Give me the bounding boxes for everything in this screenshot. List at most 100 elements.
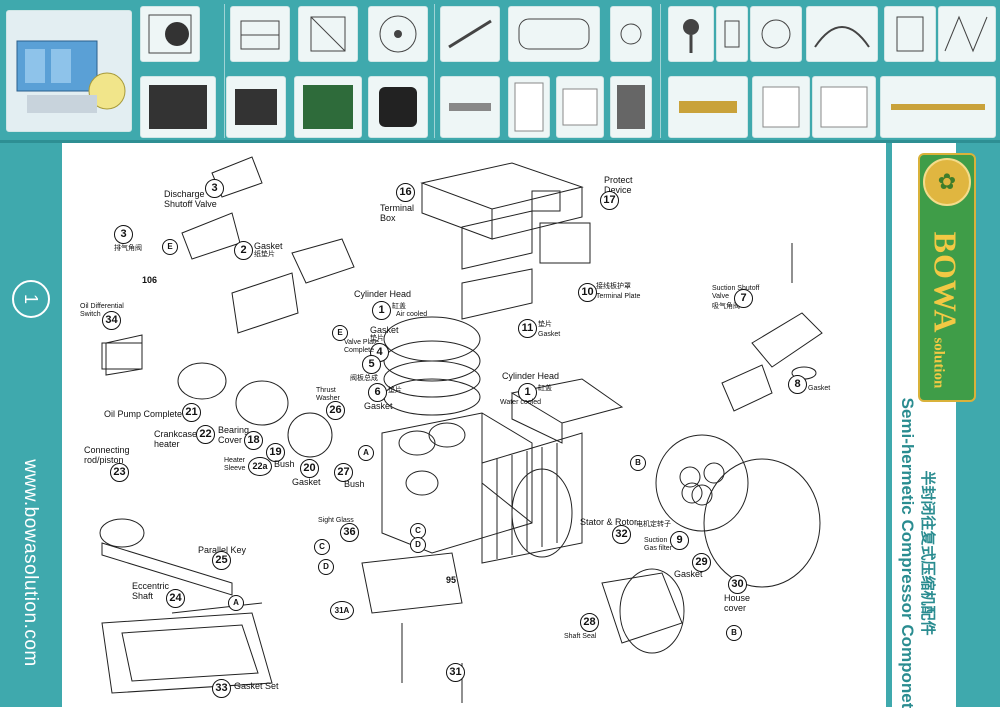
part-num-20: 20 [300, 459, 319, 478]
label-suction-valve-cn: 吸气角阀 [712, 303, 740, 310]
part-num-2: 2 [234, 241, 253, 260]
page-title: 半封闭往复式压缩机配件 Semi-hermetic Compressor Com… [897, 398, 937, 708]
label-cylinder-head-air-cn: 缸盖 [392, 303, 406, 310]
banner-divider-3 [660, 4, 661, 138]
condensing-unit-icon [294, 76, 362, 138]
label-thrust-washer: Thrust Washer [316, 387, 340, 402]
part-num-106: 106 [142, 275, 158, 285]
label-valve-plate: Valve Plate Complete [344, 339, 379, 354]
callout-a-2: A [228, 595, 244, 611]
part-num-19: 19 [266, 443, 285, 462]
label-terminal-plate: Terminal Plate [596, 293, 641, 300]
part-num-3b: 3 [114, 225, 133, 244]
part-num-25: 25 [212, 551, 231, 570]
label-gasket-11: Gasket [538, 331, 561, 338]
callout-a: A [358, 445, 374, 461]
part-num-5: 5 [362, 355, 381, 374]
label-valve-plate-cn: 阀板总成 [350, 375, 378, 382]
exploded-diagram: Discharge Shutoff Valve 3 3 排气角阀 2 Gaske… [62, 143, 886, 707]
banner-divider-1 [224, 4, 225, 138]
part-num-29: 29 [692, 553, 711, 572]
label-stator-rotor: Stator & Rotor [580, 517, 638, 527]
part-num-21: 21 [182, 403, 201, 422]
part-num-17: 17 [600, 191, 619, 210]
label-gasket-set: Gasket Set [234, 681, 279, 691]
receiver-tank-icon [508, 6, 600, 62]
callout-e-2: E [162, 239, 178, 255]
part-num-23: 23 [110, 463, 129, 482]
label-sight-glass: Sight Glass [318, 517, 354, 524]
label-stator-rotor-cn: 电机定转子 [636, 521, 671, 528]
part-num-11: 11 [518, 319, 537, 338]
axial-fan-icon [368, 6, 428, 62]
part-num-6: 6 [368, 383, 387, 402]
website-url: www.bowasolution.com [20, 459, 41, 667]
diagram-drawing [99, 156, 823, 703]
filter-drier-icon [440, 6, 500, 62]
label-bush-27: Bush [344, 479, 365, 489]
valve-icon [668, 6, 714, 62]
callout-d-2: D [410, 537, 426, 553]
callout-b: B [630, 455, 646, 471]
pressure-switch-icon [750, 6, 802, 62]
callout-e: E [332, 325, 348, 341]
label-parallel-key: Parallel Key [198, 545, 247, 555]
banner-divider [0, 140, 1000, 143]
label-gasket-2-cn: 纸垫片 [254, 251, 275, 258]
medal-icon: ✿ [923, 158, 971, 206]
fan-grill-icon [298, 6, 358, 62]
label-crankcase-heater: Crankcase heater [154, 429, 198, 449]
label-gasket-8: Gasket [808, 385, 831, 392]
label-discharge-cn: 排气角阀 [114, 245, 142, 252]
part-num-31: 31 [446, 663, 465, 682]
label-protect-device: Protect Device [604, 175, 633, 195]
part-num-34: 34 [102, 311, 121, 330]
label-gasket-29: Gasket [674, 569, 703, 579]
label-terminal-box: Terminal Box [380, 203, 415, 223]
part-num-24: 24 [166, 589, 185, 608]
callout-c: C [314, 539, 330, 555]
label-shaft-seal: Shaft Seal [564, 633, 597, 640]
label-discharge-valve: Discharge Shutoff Valve [164, 189, 217, 209]
capillary-icon [938, 6, 996, 62]
sight-glass-icon [610, 6, 652, 62]
pressure-control-icon [752, 76, 810, 138]
label-gasket-6-cn: 垫片 [388, 387, 402, 394]
part-num-22a: 22a [248, 457, 272, 476]
label-cylinder-head-water: Cylinder Head [502, 371, 560, 381]
label-suction-valve: Suction Shutoff Valve [712, 285, 760, 300]
part-num-30: 30 [728, 575, 747, 594]
part-num-26: 26 [326, 401, 345, 420]
thermostat-icon [610, 76, 652, 138]
dual-pressure-icon [812, 76, 876, 138]
part-num-1a: 1 [372, 301, 391, 320]
label-eccentric-shaft: Eccentric Shaft [132, 581, 170, 601]
label-house-cover: House cover [724, 593, 751, 613]
part-num-22: 22 [196, 425, 215, 444]
label-oil-diff-switch: Oil Differential Switch [80, 303, 124, 318]
label-cylinder-head-water-cn: 缸盖 [538, 385, 552, 392]
callout-d: D [318, 559, 334, 575]
label-gasket-6: Gasket [364, 401, 393, 411]
part-num-3a: 3 [205, 179, 224, 198]
logo-wordmark: BOWA solution [927, 232, 964, 389]
label-bush-19: Bush [274, 459, 295, 469]
hose-icon [806, 6, 878, 62]
label-bearing-cover: Bearing Cover [218, 425, 250, 445]
part-num-28: 28 [580, 613, 599, 632]
hinge-icon [440, 76, 500, 138]
part-num-9: 9 [670, 531, 689, 550]
logo-sub: solution [930, 337, 947, 389]
left-sidebar [0, 143, 62, 707]
part-num-1b: 1 [518, 383, 537, 402]
evaporator-icon [226, 76, 286, 138]
controller-box-icon [508, 76, 550, 138]
label-suction-gas-filter: Suction Gas filter [644, 537, 673, 552]
part-num-10: 10 [578, 283, 597, 302]
condenser-coil-icon [140, 76, 216, 138]
logo-main: BOWA [927, 231, 964, 334]
brass-fitting-icon [668, 76, 748, 138]
page-title-cn: 半封闭往复式压缩机配件 [919, 470, 936, 636]
motor-icon [230, 6, 290, 62]
label-cylinder-head-air: Cylinder Head [354, 289, 412, 299]
